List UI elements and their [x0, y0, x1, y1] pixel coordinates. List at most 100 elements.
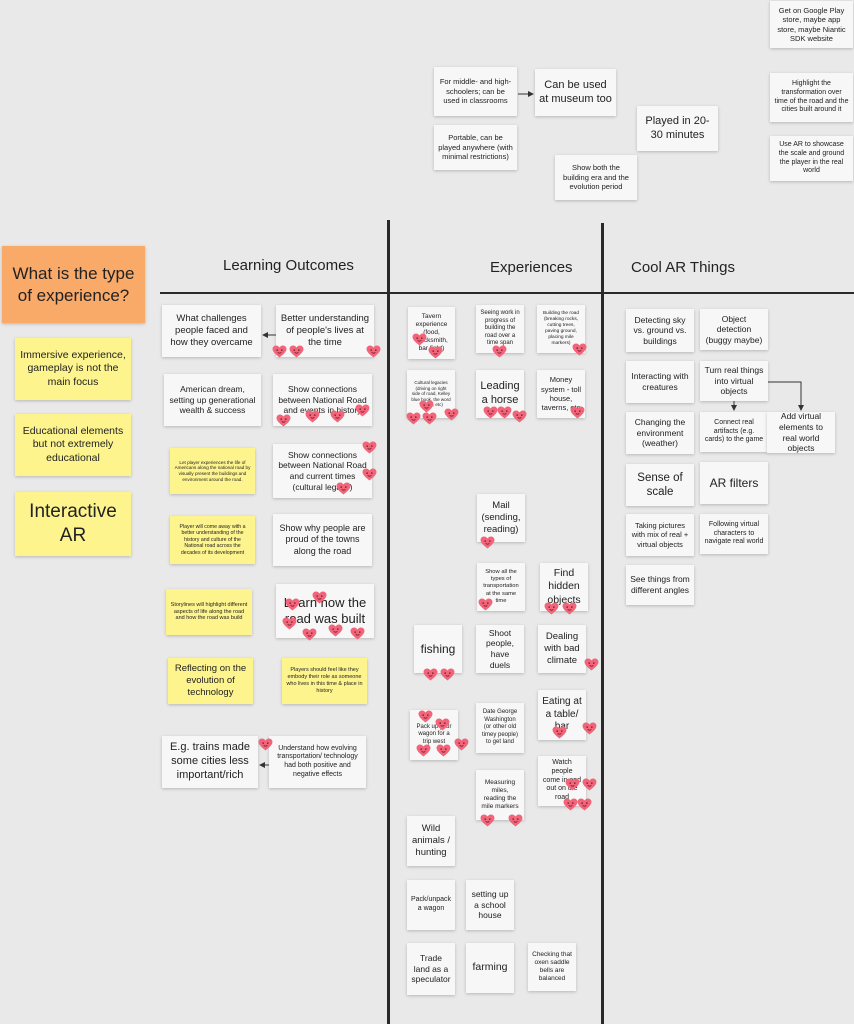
heart-reaction-icon	[305, 410, 320, 423]
heart-reaction-icon	[572, 343, 587, 356]
sticky-george-washington[interactable]: Date George Washington (or other old tim…	[476, 703, 524, 753]
sticky-embody[interactable]: Players should feel like they embody the…	[282, 658, 367, 704]
heart-reaction-icon	[508, 814, 523, 827]
sticky-wild-animals[interactable]: Wild animals / hunting	[407, 816, 455, 866]
sticky-connections-current[interactable]: Show connections between National Road a…	[273, 444, 372, 498]
horizontal-divider	[160, 292, 854, 294]
sticky-question[interactable]: What is the type of experience?	[2, 246, 145, 323]
heart-reaction-icon	[328, 624, 343, 637]
sticky-taking-pictures[interactable]: Taking pictures with mix of real + virtu…	[626, 514, 694, 556]
heart-reaction-icon	[552, 726, 567, 739]
heart-reaction-icon	[444, 408, 459, 421]
sticky-educational[interactable]: Educational elements but not extremely e…	[15, 414, 131, 476]
heart-reaction-icon	[563, 798, 578, 811]
sticky-evolving-transport[interactable]: Understand how evolving transportation/ …	[269, 736, 366, 788]
sticky-see-things[interactable]: See things from different angles	[626, 565, 694, 605]
sticky-museum[interactable]: Can be used at museum too	[535, 69, 616, 116]
sticky-money-system[interactable]: Money system - toll house, taverns, etc	[537, 370, 585, 418]
sticky-object-detection[interactable]: Object detection (buggy maybe)	[700, 309, 768, 350]
sticky-learn-how[interactable]: Learn how the road was built	[276, 584, 374, 638]
sticky-pack-unpack[interactable]: Pack/unpack a wagon	[407, 880, 455, 930]
heart-reaction-icon	[570, 406, 585, 419]
sticky-interacting[interactable]: Interacting with creatures	[626, 361, 694, 403]
sticky-farming[interactable]: farming	[466, 943, 514, 993]
sticky-interactive-ar[interactable]: Interactive AR	[15, 492, 131, 556]
heart-reaction-icon	[336, 482, 351, 495]
sticky-turn-real[interactable]: Turn real things into virtual objects	[700, 361, 768, 401]
vertical-divider-1	[387, 220, 390, 1024]
arrow-turn-to-add	[768, 381, 804, 411]
heart-reaction-icon	[582, 778, 597, 791]
heart-reaction-icon	[582, 722, 597, 735]
heart-reaction-icon	[497, 406, 512, 419]
sticky-trade-land[interactable]: Trade land as a speculator	[407, 943, 455, 995]
heart-reaction-icon	[544, 602, 559, 615]
heart-reaction-icon	[285, 598, 300, 611]
sticky-transformation[interactable]: Highlight the transformation over time o…	[770, 73, 853, 122]
heart-reaction-icon	[480, 536, 495, 549]
heart-reaction-icon	[302, 628, 317, 641]
heart-reaction-icon	[406, 412, 421, 425]
sticky-measuring[interactable]: Measuring miles, reading the mile marker…	[476, 770, 524, 820]
sticky-school-house[interactable]: setting up a school house	[466, 880, 514, 930]
heart-reaction-icon	[565, 778, 580, 791]
sticky-portable[interactable]: Portable, can be played anywhere (with m…	[434, 125, 517, 170]
heart-reaction-icon	[428, 346, 443, 359]
sticky-detecting-sky[interactable]: Detecting sky vs. ground vs. buildings	[626, 309, 694, 352]
heart-reaction-icon	[478, 598, 493, 611]
heart-reaction-icon	[512, 410, 527, 423]
heart-reaction-icon	[418, 710, 433, 723]
heart-reaction-icon	[272, 345, 287, 358]
heart-reaction-icon	[562, 602, 577, 615]
heart-reaction-icon	[422, 412, 437, 425]
sticky-challenges[interactable]: What challenges people faced and how the…	[162, 305, 261, 357]
heart-reaction-icon	[483, 406, 498, 419]
sticky-immersive[interactable]: Immersive experience, gameplay is not th…	[15, 338, 131, 400]
sticky-let-player[interactable]: Let player experiences the life of Ameri…	[170, 448, 255, 494]
sticky-pack-wagon-trip[interactable]: Pack up your wagon for a trip west	[410, 710, 458, 760]
sticky-mail[interactable]: Mail (sending, reading)	[477, 494, 525, 542]
heart-reaction-icon	[362, 441, 377, 454]
sticky-use-ar[interactable]: Use AR to showcase the scale and ground …	[770, 136, 853, 181]
heart-reaction-icon	[423, 668, 438, 681]
header-cool-ar: Cool AR Things	[631, 259, 735, 276]
heart-reaction-icon	[330, 410, 345, 423]
sticky-watch-people[interactable]: Watch people come in and out on the road	[538, 756, 586, 806]
sticky-connect-real[interactable]: Connect real artifacts (e.g. cards) to t…	[700, 412, 768, 452]
heart-reaction-icon	[440, 668, 455, 681]
sticky-sense-scale[interactable]: Sense of scale	[626, 464, 694, 506]
sticky-shoot-people[interactable]: Shoot people, have duels	[476, 625, 524, 673]
sticky-reflecting[interactable]: Reflecting on the evolution of technolog…	[168, 658, 253, 704]
heart-reaction-icon	[480, 814, 495, 827]
heart-reaction-icon	[276, 414, 291, 427]
header-experiences: Experiences	[490, 259, 573, 276]
sticky-leading-horse[interactable]: Leading a horse	[476, 370, 524, 418]
sticky-american-dream[interactable]: American dream, setting up generational …	[164, 374, 261, 426]
heart-reaction-icon	[366, 345, 381, 358]
sticky-middle-high[interactable]: For middle- and high-schoolers; can be u…	[434, 67, 517, 116]
sticky-building-era[interactable]: Show both the building era and the evolu…	[555, 155, 637, 200]
heart-reaction-icon	[355, 404, 370, 417]
sticky-seeing-work[interactable]: Seeing work in progress of building the …	[476, 305, 524, 353]
heart-reaction-icon	[350, 627, 365, 640]
sticky-oxen[interactable]: Checking that oxen saddle bells are bala…	[528, 943, 576, 991]
sticky-changing-env[interactable]: Changing the environment (weather)	[626, 412, 694, 454]
sticky-add-virtual[interactable]: Add virtual elements to real world objec…	[767, 412, 835, 453]
heart-reaction-icon	[362, 468, 377, 481]
sticky-trains[interactable]: E.g. trains made some cities less import…	[162, 736, 258, 788]
sticky-come-away[interactable]: Player will come away with a better unde…	[170, 516, 255, 564]
vertical-divider-2	[601, 223, 604, 1024]
heart-reaction-icon	[416, 744, 431, 757]
sticky-ar-filters[interactable]: AR filters	[700, 462, 768, 504]
heart-reaction-icon	[282, 617, 297, 630]
heart-reaction-icon	[258, 738, 273, 751]
sticky-following[interactable]: Following virtual characters to navigate…	[700, 514, 768, 554]
header-learning-outcomes: Learning Outcomes	[223, 257, 354, 274]
sticky-bad-climate[interactable]: Dealing with bad climate	[538, 625, 586, 673]
sticky-played[interactable]: Played in 20-30 minutes	[637, 106, 718, 151]
heart-reaction-icon	[492, 345, 507, 358]
sticky-google-play[interactable]: Get on Google Play store, maybe app stor…	[770, 1, 853, 48]
sticky-proud[interactable]: Show why people are proud of the towns a…	[273, 514, 372, 566]
sticky-storylines[interactable]: Storylines will highlight different aspe…	[166, 589, 252, 635]
sticky-fishing[interactable]: fishing	[414, 625, 462, 673]
